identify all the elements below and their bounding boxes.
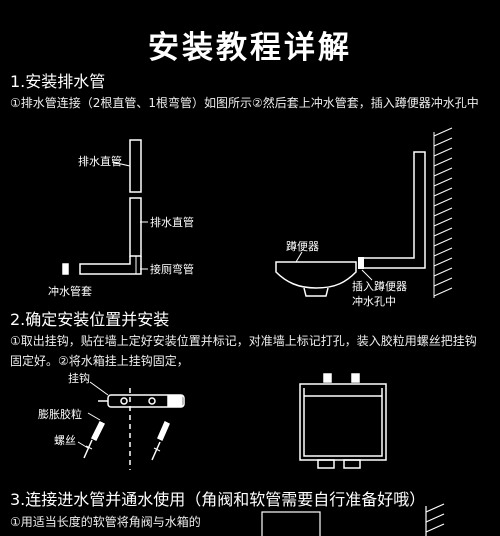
flush-sleeve-installed [358, 257, 364, 269]
label-flush-sleeve: 冲水管套 [48, 285, 92, 298]
installed-drain-pipe [359, 151, 426, 269]
squat-toilet [275, 261, 357, 297]
label-straight-pipe-mid: 排水直管 [150, 216, 194, 229]
step2-description-2: 固定好。②将水箱挂上挂钩固定， [10, 354, 189, 368]
elbow-pipe [79, 256, 142, 275]
page-title: 安装教程详解 [148, 30, 352, 66]
label-insert-1: 插入蹲便器 [352, 280, 407, 293]
water-tank [299, 373, 387, 469]
screws [83, 439, 161, 461]
step3-partial-illustration [261, 503, 445, 536]
step3-heading: 3.连接进水管并通水使用（角阀和软管需要自行准备好哦） [10, 490, 426, 509]
flush-sleeve [62, 263, 69, 275]
label-squat-toilet: 蹲便器 [286, 240, 319, 253]
expansion-anchor [90, 420, 170, 442]
step1-description: ①排水管连接（2根直管、1根弯管）如图所示②然后套上冲水管套，插入蹲便器冲水孔中 [10, 96, 479, 110]
step2-heading: 2.确定安装位置并安装 [10, 310, 170, 329]
label-straight-pipe-top: 排水直管 [78, 155, 122, 168]
straight-pipe-middle [129, 197, 142, 257]
label-expansion-anchor: 膨胀胶粒 [38, 408, 82, 421]
hook-wall [98, 388, 185, 470]
straight-pipe-top [129, 139, 142, 193]
label-screw: 螺丝 [54, 434, 76, 447]
step3-description-1: ①用适当长度的软管将角阀与水箱的 [10, 515, 201, 529]
hook-end [167, 395, 183, 407]
label-elbow-pipe: 接厕弯管 [150, 263, 194, 276]
step2-description-1: ①取出挂钩，贴在墙上定好安装位置并标记，对准墙上标记打孔，装入胶粒用螺丝把挂钩 [10, 334, 477, 348]
step1-heading: 1.安装排水管 [10, 72, 106, 91]
label-insert-2: 冲水孔中 [352, 295, 396, 308]
wall-right-top [433, 127, 453, 298]
label-hook: 挂钩 [68, 372, 90, 385]
